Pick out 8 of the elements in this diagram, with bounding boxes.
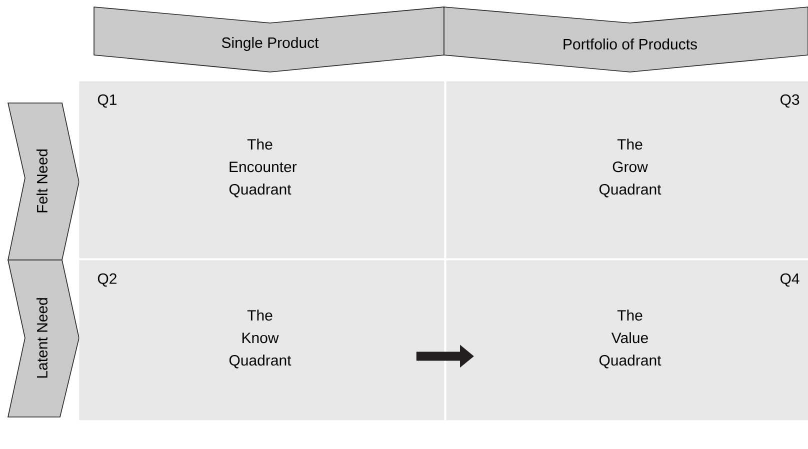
quadrant-box: Q3 The Grow Quadrant	[446, 81, 808, 258]
quadrant-box: Q4 The Value Quadrant	[446, 260, 808, 420]
quadrant-box: Q1 The Encounter Quadrant	[79, 81, 444, 258]
chevron-banner: Portfolio of Products	[444, 6, 808, 72]
quadrant-box: Q2 The Know Quadrant	[79, 260, 444, 420]
chevron-banner: Single Product	[94, 6, 444, 72]
chevron-banner: Felt Need	[8, 102, 80, 260]
chevron-banner: Latent Need	[8, 260, 80, 418]
